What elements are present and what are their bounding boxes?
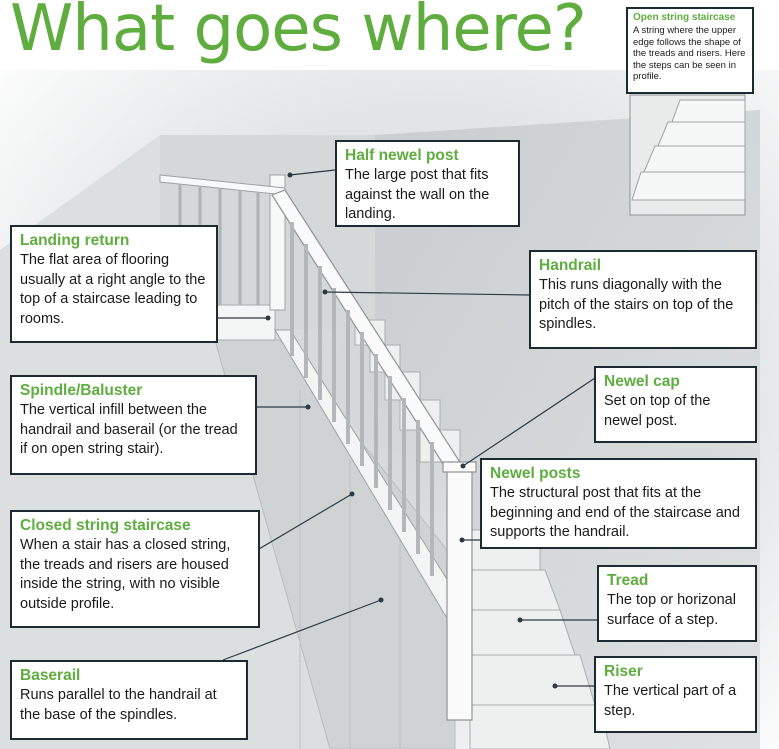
label-spindle-baluster: Spindle/Baluster The vertical infill bet… xyxy=(10,375,257,475)
label-riser: Riser The vertical part of a step. xyxy=(594,656,757,733)
label-newel-cap: Newel cap Set on top of the newel post. xyxy=(594,366,757,443)
newel-post xyxy=(446,469,473,721)
label-heading: Handrail xyxy=(539,257,602,274)
label-landing-return: Landing return The flat area of flooring… xyxy=(10,225,218,343)
label-open-string-staircase: Open string staircase A string where the… xyxy=(626,7,754,94)
label-heading: Half newel post xyxy=(345,147,459,164)
label-body: The large post that fits against the wal… xyxy=(345,167,490,222)
label-half-newel-post: Half newel post The large post that fits… xyxy=(335,140,520,227)
label-tread: Tread The top or horizonal surface of a … xyxy=(597,565,757,642)
label-body: This runs diagonally with the pitch of t… xyxy=(539,277,734,332)
label-body: A string where the upper edge follows th… xyxy=(633,25,746,82)
label-body: When a stair has a closed string, the tr… xyxy=(20,537,231,612)
label-heading: Baserail xyxy=(20,667,81,684)
open-string-inset xyxy=(629,94,746,216)
label-newel-posts: Newel posts The structural post that fit… xyxy=(480,458,757,549)
page-title: What goes where? xyxy=(10,0,587,66)
newel-cap xyxy=(442,461,477,473)
label-heading: Newel cap xyxy=(604,373,680,390)
main-spindles xyxy=(290,222,434,576)
label-heading: Riser xyxy=(604,663,643,680)
label-heading: Newel posts xyxy=(490,465,581,482)
label-body: The vertical infill between the handrail… xyxy=(20,402,238,457)
label-heading: Spindle/Baluster xyxy=(20,382,143,399)
label-body: Runs parallel to the handrail at the bas… xyxy=(20,687,217,723)
label-handrail: Handrail This runs diagonally with the p… xyxy=(529,250,757,349)
label-closed-string-staircase: Closed string staircase When a stair has… xyxy=(10,510,260,628)
label-baserail: Baserail Runs parallel to the handrail a… xyxy=(10,660,248,740)
label-heading: Open string staircase xyxy=(633,12,736,23)
label-body: The structural post that fits at the beg… xyxy=(490,485,740,540)
label-body: Set on top of the newel post. xyxy=(604,393,711,429)
label-body: The top or horizonal surface of a step. xyxy=(607,592,736,628)
label-heading: Landing return xyxy=(20,232,130,249)
label-heading: Tread xyxy=(607,572,649,589)
label-body: The vertical part of a step. xyxy=(604,683,737,719)
leader-dots xyxy=(265,172,558,689)
label-heading: Closed string staircase xyxy=(20,517,191,534)
panel-lines xyxy=(299,390,401,749)
label-body: The flat area of flooring usually at a r… xyxy=(20,252,206,327)
